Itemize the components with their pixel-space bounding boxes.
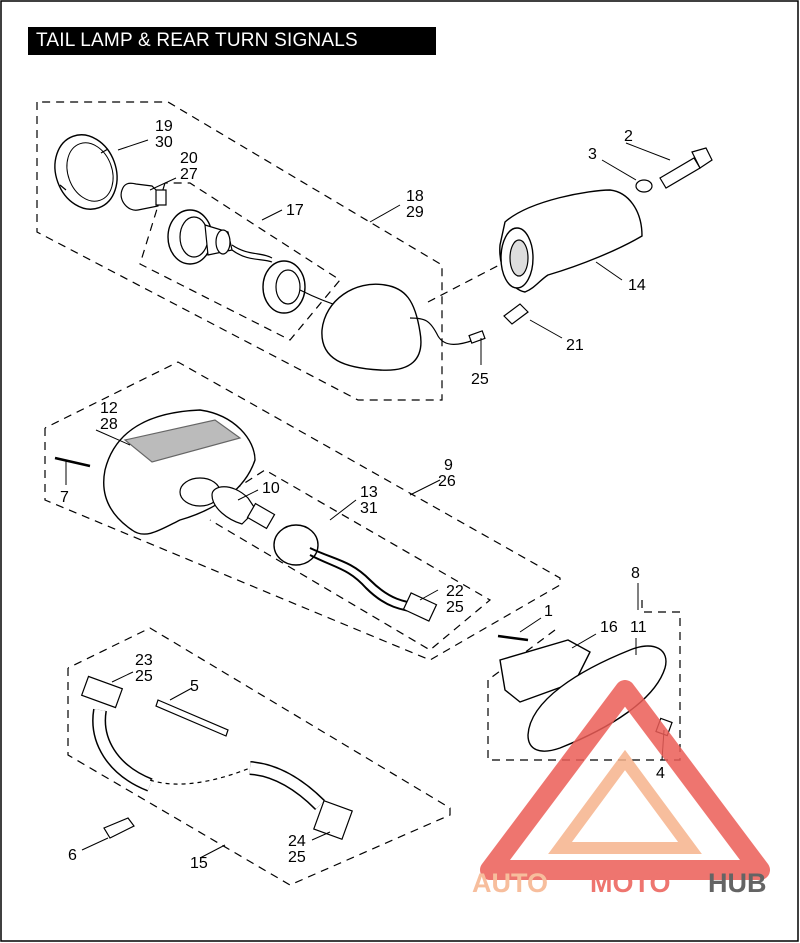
tail-lamp-socket — [273, 524, 421, 613]
callout-26: 26 — [438, 473, 456, 490]
watermark-triangle-icon — [480, 680, 770, 880]
harness-outline — [67, 627, 451, 886]
callout-19: 19 — [155, 118, 173, 135]
callout-1: 1 — [544, 603, 553, 620]
callout-16: 16 — [600, 619, 618, 636]
bulb-socket-outline — [139, 182, 341, 341]
terminal — [468, 330, 486, 344]
callout-30: 30 — [155, 134, 173, 151]
socket-connector — [402, 592, 438, 622]
watermark-logo: AUTO MOTO HUB — [472, 680, 770, 898]
callout-25-turn: 25 — [471, 371, 489, 388]
watermark-inner-triangle-icon — [548, 749, 702, 854]
watermark-text-moto: MOTO — [590, 868, 671, 898]
callout-5: 5 — [190, 678, 199, 695]
harness-connector-lower — [313, 800, 353, 840]
callout-labels: 19 30 20 27 17 18 29 2 3 14 21 25 12 28 … — [60, 118, 665, 872]
cable-strap — [155, 699, 229, 737]
watermark-text-hub: HUB — [708, 868, 767, 898]
callout-25-socket: 25 — [446, 599, 464, 616]
callout-13: 13 — [360, 484, 378, 501]
turn-signal-group — [36, 101, 713, 401]
socket-gasket — [262, 260, 346, 314]
base-screw — [497, 634, 529, 642]
callout-15: 15 — [190, 855, 208, 872]
lens-retaining-ring — [54, 134, 118, 210]
callout-17: 17 — [286, 202, 304, 219]
callout-10: 10 — [262, 480, 280, 497]
harness-group — [67, 627, 451, 886]
socket-terminal — [503, 303, 529, 325]
callout-25-harness-lower: 25 — [288, 849, 306, 866]
callout-23: 23 — [135, 652, 153, 669]
bulb-1157 — [120, 182, 167, 211]
callout-3: 3 — [588, 146, 597, 163]
callout-2: 2 — [624, 128, 633, 145]
callout-4: 4 — [656, 765, 665, 782]
tail-lamp-outline — [44, 361, 561, 661]
callout-24: 24 — [288, 833, 306, 850]
callout-12: 12 — [100, 400, 118, 417]
callout-14: 14 — [628, 277, 646, 294]
callout-18: 18 — [406, 188, 424, 205]
callout-22: 22 — [446, 583, 464, 600]
callout-9: 9 — [444, 457, 453, 474]
callout-6: 6 — [68, 847, 77, 864]
page-title: TAIL LAMP & REAR TURN SIGNALS — [28, 27, 436, 55]
callout-29: 29 — [406, 204, 424, 221]
callout-25-harness-upper: 25 — [135, 668, 153, 685]
lock-washer — [635, 179, 653, 193]
tail-lamp-base — [527, 645, 667, 752]
callout-31: 31 — [360, 500, 378, 517]
callout-27: 27 — [180, 166, 198, 183]
callout-28: 28 — [100, 416, 118, 433]
callout-7: 7 — [60, 489, 69, 506]
leader-lines — [65, 139, 671, 859]
turn-signal-lens — [321, 283, 422, 371]
callout-21: 21 — [566, 337, 584, 354]
tail-lamp-group — [44, 361, 561, 661]
callout-20: 20 — [180, 150, 198, 167]
watermark-text-auto: AUTO — [472, 868, 548, 898]
wire-clip — [103, 817, 135, 839]
mounting-screw — [659, 147, 713, 189]
turn-signal-housing — [499, 189, 643, 293]
turn-signal-outline — [36, 101, 443, 401]
turn-signal-wire — [409, 317, 475, 345]
harness-connector-upper — [80, 675, 124, 709]
bulb-socket — [167, 209, 273, 265]
lens-screw — [54, 456, 91, 468]
callout-8: 8 — [631, 565, 640, 582]
tail-lamp-socket-outline — [209, 469, 492, 651]
tail-lamp-base-group — [487, 600, 681, 761]
callout-11: 11 — [630, 619, 647, 636]
